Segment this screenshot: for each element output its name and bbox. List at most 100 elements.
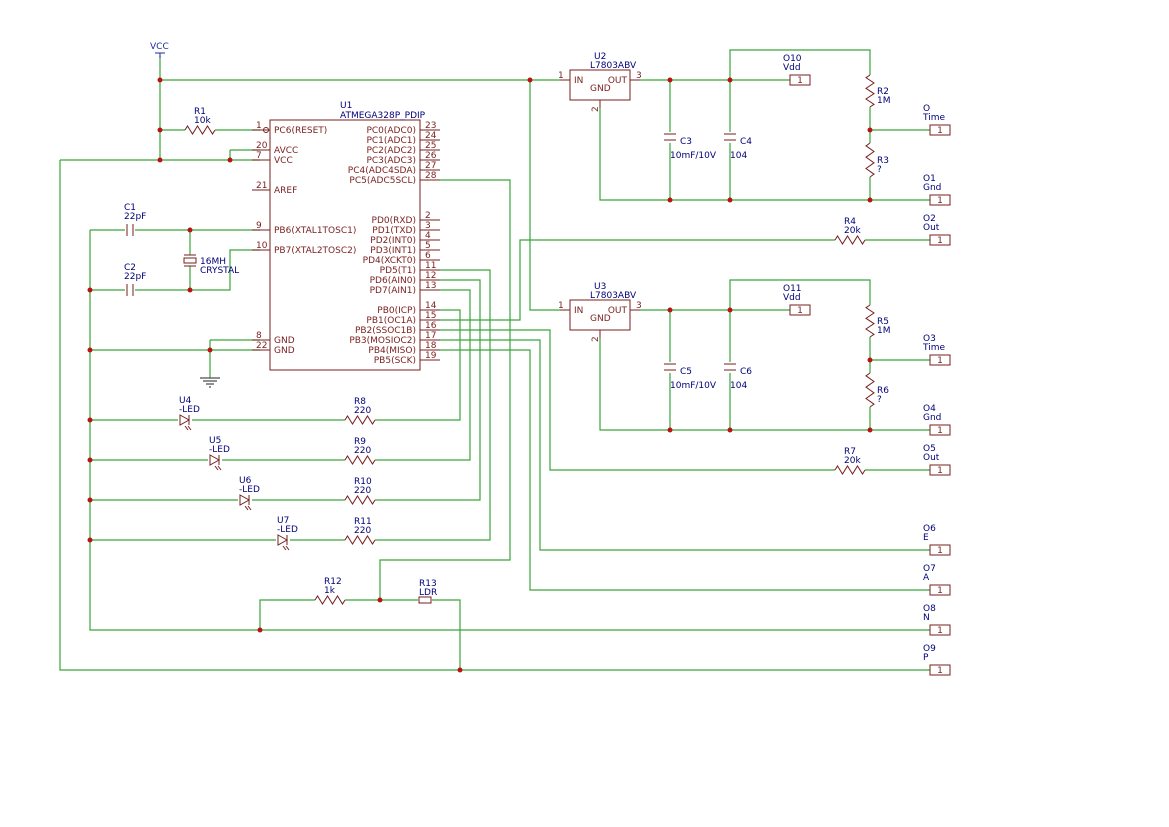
- u1-value: ATMEGA328P_PDIP: [340, 111, 426, 121]
- capacitor-value: 22pF: [124, 212, 146, 222]
- led-ref: U7: [277, 516, 289, 526]
- led-ref: U4: [179, 396, 192, 406]
- u1-pin-name: PC5(ADC5SCL): [349, 176, 416, 186]
- vcc-label: VCC: [150, 42, 169, 52]
- led-value: -LED: [239, 485, 260, 495]
- resistors: R110kR21MR3?R420kR51MR6?R720kR8220R9220R…: [184, 74, 891, 605]
- u1-pin-name: PC2(ADC2): [366, 146, 416, 156]
- led-value: -LED: [209, 445, 230, 455]
- resistor-r3: R3?: [865, 142, 889, 178]
- regulator-num-gnd: 2: [591, 106, 601, 112]
- connector-pin: 1: [937, 666, 943, 676]
- resistor-value: 20k: [844, 456, 861, 466]
- resistor-value: 1k: [324, 586, 336, 596]
- resistor-value: 20k: [844, 226, 861, 236]
- crystal-value1: 16MH: [200, 257, 226, 267]
- regulator-num-in: 1: [558, 71, 564, 81]
- regulator-pin-gnd: GND: [590, 314, 611, 324]
- connector-pin: 1: [937, 126, 943, 136]
- u1-pin-num: 28: [425, 171, 437, 181]
- connector-ref: O2: [923, 214, 936, 224]
- u1-pin-name: PD3(INT1): [370, 246, 416, 256]
- u1-pin-name: PB4(MISO): [368, 346, 416, 356]
- connector-pin: 1: [937, 426, 943, 436]
- connector-ref: O1: [923, 174, 936, 184]
- connector-pin: 1: [797, 306, 803, 316]
- connector-pin: 1: [937, 586, 943, 596]
- u1-pin-name: PC6(RESET): [274, 126, 327, 136]
- u1-pin-name: PD4(XCKT0): [363, 256, 416, 266]
- crystal-16mh: 16MH CRYSTAL: [183, 254, 239, 276]
- connector-ref: O3: [923, 334, 936, 344]
- u1-pin-num: 13: [425, 281, 436, 291]
- capacitor-value: 10mF/10V: [670, 151, 717, 161]
- u1-pin-num: 23: [425, 121, 436, 131]
- connector-value: Time: [922, 113, 945, 123]
- u1-pin-num: 17: [425, 331, 436, 341]
- regulator-num-out: 3: [636, 71, 642, 81]
- connector-ref: O9: [923, 644, 936, 654]
- connectors: 1O10Vdd1OTime1O1Gnd1O2Out1O11Vdd1O3Time1…: [783, 54, 951, 676]
- connector-pin: 1: [937, 626, 943, 636]
- crystal-value2: CRYSTAL: [200, 266, 239, 276]
- resistor-ref: R1: [194, 107, 206, 117]
- regulator-pin-in: IN: [574, 76, 583, 86]
- regulator-num-gnd: 2: [591, 336, 601, 342]
- connector-ref: O10: [783, 54, 802, 64]
- regulator-value: L7803ABV: [590, 291, 637, 301]
- resistor-ref: R9: [354, 437, 366, 447]
- u1-pin-name: PD1(TXD): [372, 226, 416, 236]
- u1-pin-num: 21: [256, 181, 267, 191]
- connector-value: A: [923, 573, 930, 583]
- connector-pin: 1: [937, 196, 943, 206]
- u1-pin-name: PB6(XTAL1TOSC1): [274, 226, 356, 236]
- connector-value: P: [923, 653, 929, 663]
- u1-pin-num: 15: [425, 311, 436, 321]
- resistor-value: 1M: [877, 96, 891, 106]
- u1-pin-name: PB5(SCK): [374, 356, 416, 366]
- capacitor-ref: C3: [680, 137, 692, 147]
- u1-pin-num: 18: [425, 341, 437, 351]
- u1-pin-name: PC0(ADC0): [366, 126, 416, 136]
- u1-pin-num: 26: [425, 151, 437, 161]
- u1-pin-num: 5: [425, 241, 431, 251]
- connector-ref: O5: [923, 444, 936, 454]
- u1-pin-name: PC1(ADC1): [366, 136, 416, 146]
- u1-pin-name: PB7(XTAL2TOSC2): [274, 246, 356, 256]
- connector-value: Out: [923, 453, 940, 463]
- u1-pin-name: PD7(AIN1): [370, 286, 416, 296]
- u1-pin-num: 19: [425, 351, 437, 361]
- connector-value: Vdd: [783, 293, 801, 303]
- u1-pin-name: PB3(MOSIOC2): [349, 336, 416, 346]
- u1-pin-num: 27: [425, 161, 436, 171]
- regulator-value: L7803ABV: [590, 61, 637, 71]
- regulator-pin-out: OUT: [608, 76, 628, 86]
- capacitor-ref: C4: [740, 137, 752, 147]
- u1-pin-num: 11: [425, 261, 436, 271]
- resistor-ref: R10: [354, 477, 372, 487]
- u1-pin-name: PB1(OC1A): [366, 316, 416, 326]
- led-u5: U5-LED: [209, 436, 230, 471]
- u1-pin-name: PD2(INT0): [370, 236, 416, 246]
- connector-ref: O11: [783, 284, 802, 294]
- u1-pin-num: 8: [256, 331, 262, 341]
- capacitors: C122pFC222pFC310mF/10VC4104C510mF/10VC61…: [124, 133, 752, 391]
- resistor-value: 220: [354, 446, 371, 456]
- resistor-r6: R6?: [865, 372, 889, 408]
- connector-ref: O4: [923, 404, 936, 414]
